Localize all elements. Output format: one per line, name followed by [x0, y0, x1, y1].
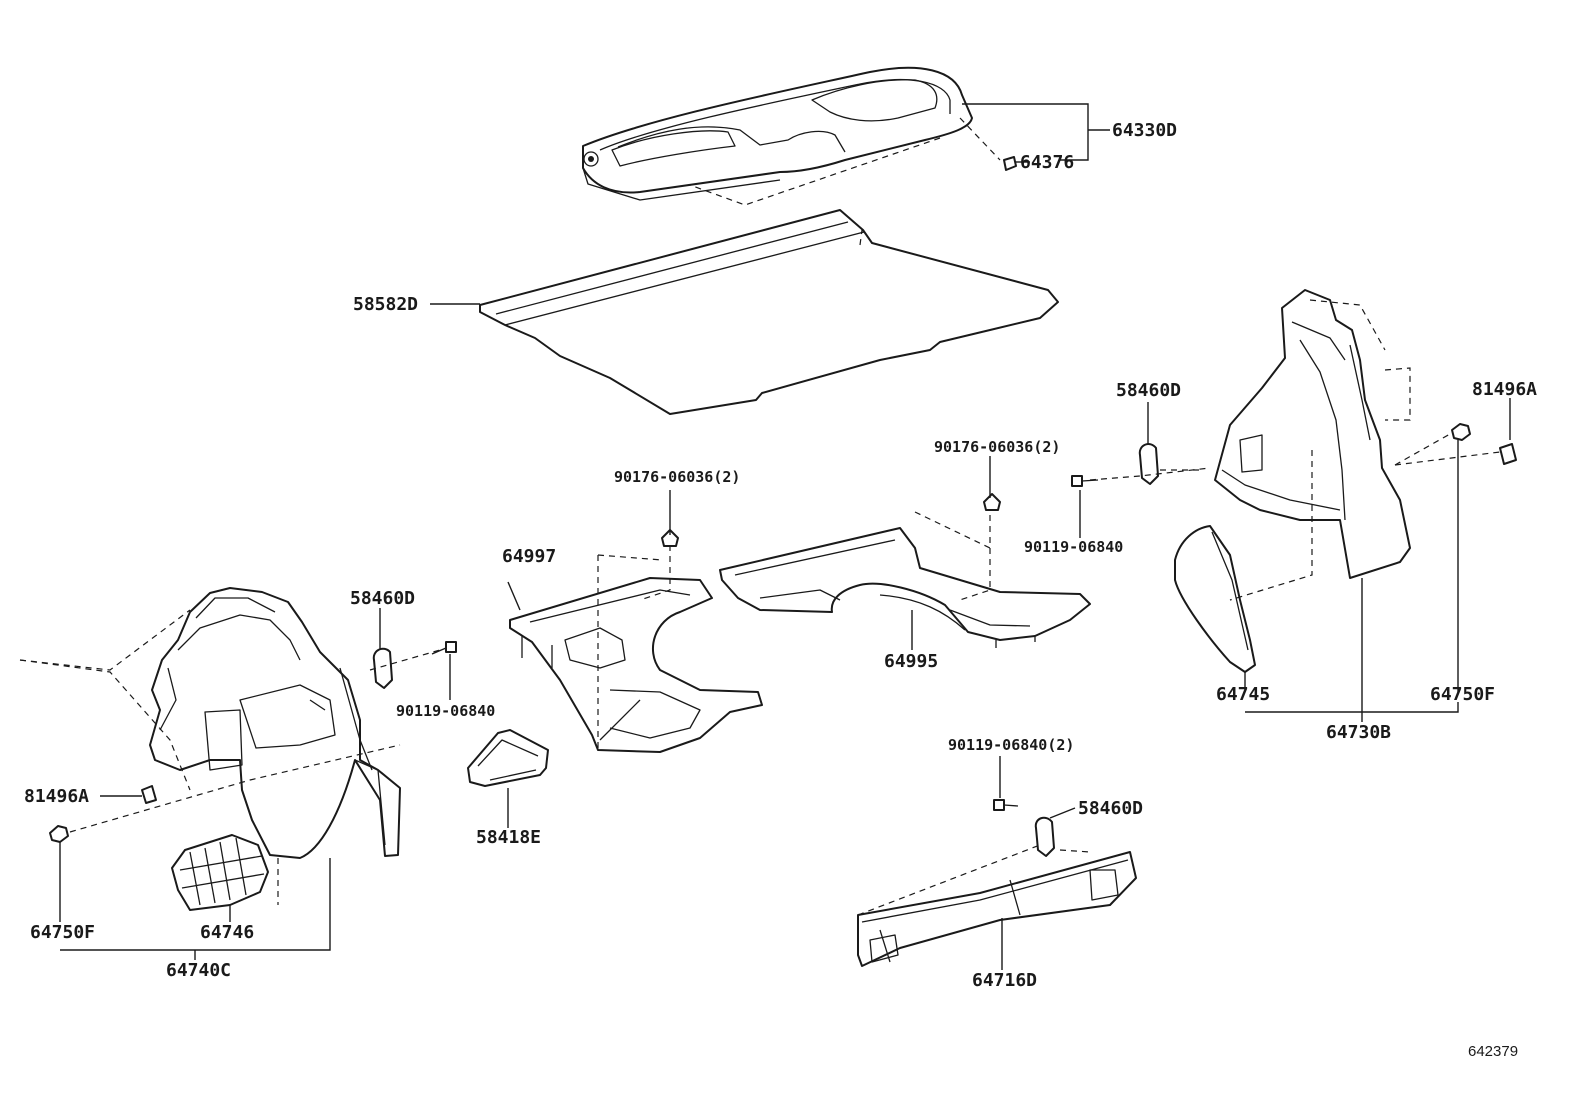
label-58460d-left: 58460D	[350, 588, 415, 609]
left-clip-64750f-drawing	[49, 825, 69, 843]
label-64376: 64376	[1020, 152, 1074, 173]
label-64995: 64995	[884, 651, 938, 672]
right-cover-64745-drawing	[1174, 525, 1256, 673]
figure-number: 642379	[1468, 1043, 1518, 1060]
right-clip-64750f-drawing	[1451, 423, 1471, 441]
bottom-hook-drawing	[1034, 816, 1055, 857]
label-64740c: 64740C	[166, 960, 231, 981]
right-screw-drawing	[1071, 475, 1099, 487]
left-clip-81496a-drawing	[141, 785, 157, 804]
guide-lines	[19, 117, 1501, 916]
right-nut-drawing	[983, 493, 1001, 511]
label-64750f-right: 64750F	[1430, 684, 1495, 705]
label-64330d: 64330D	[1112, 120, 1177, 141]
bottom-screw-drawing	[993, 799, 1019, 811]
label-screw-bottom: 90119-06840(2)	[948, 736, 1074, 754]
label-64745: 64745	[1216, 684, 1270, 705]
label-screw-left: 90119-06840	[396, 702, 495, 720]
left-grille-drawing	[171, 834, 269, 911]
left-quarter-trim-drawing	[149, 587, 401, 859]
label-81496a-left: 81496A	[24, 786, 89, 807]
label-64750f-left: 64750F	[30, 922, 95, 943]
label-58418e: 58418E	[476, 827, 541, 848]
label-58582d: 58582D	[353, 294, 418, 315]
package-tray-drawing	[582, 66, 973, 201]
part-labels: 64330D 64376 58582D 64997 64995 90176-06…	[24, 120, 1537, 1060]
cover-58418e-drawing	[467, 729, 549, 787]
label-64997: 64997	[502, 546, 556, 567]
sill-plate-drawing	[857, 851, 1137, 967]
box-64995-drawing	[719, 527, 1091, 648]
box-64997-drawing	[509, 577, 763, 753]
label-nut-right: 90176-06036(2)	[934, 438, 1060, 456]
label-nut-left: 90176-06036(2)	[614, 468, 740, 486]
left-screw-drawing	[431, 641, 457, 655]
right-hook-drawing	[1138, 443, 1159, 485]
luggage-mat-drawing	[479, 209, 1059, 415]
label-64730b: 64730B	[1326, 722, 1391, 743]
label-64716d: 64716D	[972, 970, 1037, 991]
clip-64376-drawing	[1003, 156, 1017, 171]
label-81496a-right: 81496A	[1472, 379, 1537, 400]
label-58460d-bottom: 58460D	[1078, 798, 1143, 819]
label-screw-right: 90119-06840	[1024, 538, 1123, 556]
leader-lines	[59, 103, 1511, 970]
right-quarter-trim-drawing	[1214, 289, 1411, 579]
left-nut-drawing	[661, 529, 679, 547]
label-64746: 64746	[200, 922, 254, 943]
label-58460d-right: 58460D	[1116, 380, 1181, 401]
right-clip-81496a-drawing	[1499, 443, 1517, 465]
left-hook-drawing	[372, 647, 393, 689]
